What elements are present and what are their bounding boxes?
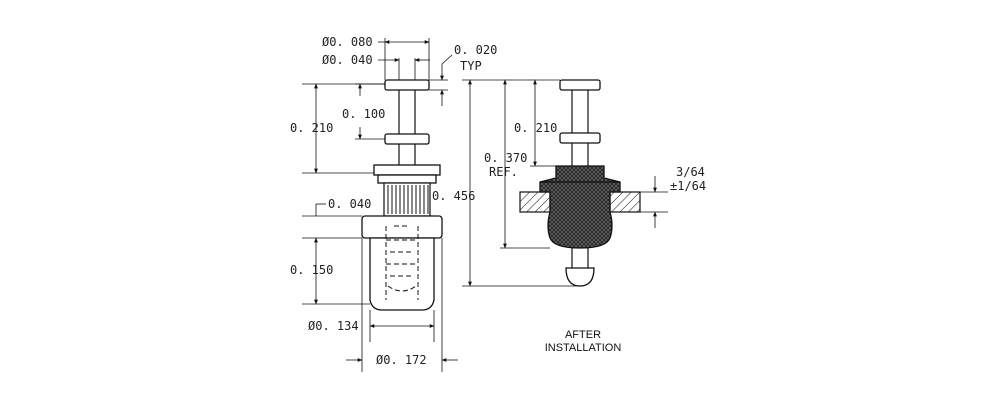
dim-100: 0. 100 bbox=[342, 107, 385, 121]
dim-tolerance: ±1/64 bbox=[670, 179, 706, 193]
knurl-lines bbox=[387, 185, 429, 214]
right-dimension-labels: 0. 456 0. 370 REF. 0. 210 3/64 ±1/64 bbox=[432, 121, 706, 203]
dim-3-64: 3/64 bbox=[676, 165, 705, 179]
panel-right bbox=[609, 191, 641, 213]
dim-456: 0. 456 bbox=[432, 189, 475, 203]
left-view bbox=[361, 79, 443, 311]
dim-040-flange: 0. 040 bbox=[328, 197, 371, 211]
installed-body bbox=[539, 165, 621, 249]
caption: AFTER INSTALLATION bbox=[545, 329, 622, 354]
dim-210-right: 0. 210 bbox=[514, 121, 557, 135]
right-dimensions bbox=[462, 79, 668, 287]
right-view bbox=[519, 79, 641, 287]
dim-370: 0. 370 bbox=[484, 151, 527, 165]
panel-left bbox=[519, 191, 551, 213]
dim-dia-172: Ø0. 172 bbox=[376, 353, 427, 367]
dim-typ: TYP bbox=[460, 59, 482, 73]
caption-line-1: AFTER bbox=[565, 329, 601, 341]
dim-ref: REF. bbox=[489, 165, 518, 179]
dim-dia-134: Ø0. 134 bbox=[308, 319, 359, 333]
caption-line-2: INSTALLATION bbox=[545, 342, 622, 354]
dim-210-left: 0. 210 bbox=[290, 121, 333, 135]
left-dimension-labels: Ø0. 080 Ø0. 040 0. 020 TYP 0. 210 0. 100… bbox=[290, 35, 497, 367]
dim-150: 0. 150 bbox=[290, 263, 333, 277]
left-dimensions bbox=[302, 38, 458, 372]
dim-dia-080: Ø0. 080 bbox=[322, 35, 373, 49]
dim-020: 0. 020 bbox=[454, 43, 497, 57]
dim-dia-040: Ø0. 040 bbox=[322, 53, 373, 67]
